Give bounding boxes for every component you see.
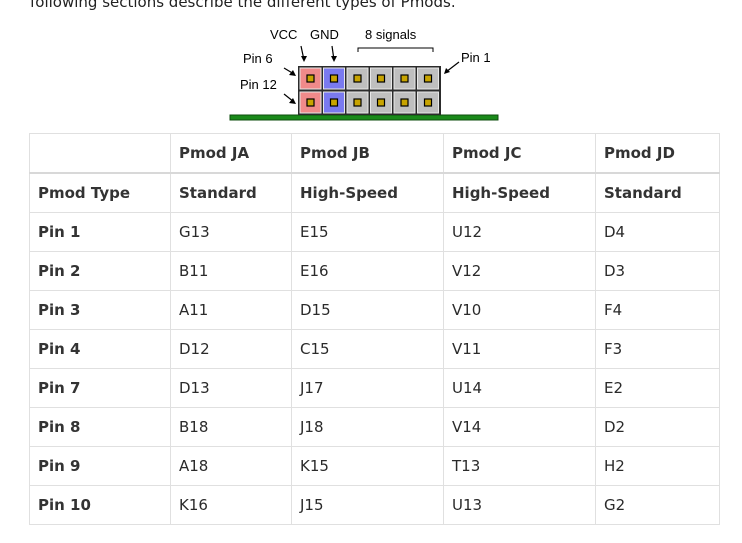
gnd-label: GND <box>310 27 339 42</box>
table-cell: E2 <box>595 368 720 408</box>
table-cell: G13 <box>170 212 292 252</box>
table-cell: D3 <box>595 251 720 291</box>
pin6-label: Pin 6 <box>243 51 273 66</box>
table-cell: C15 <box>291 329 444 369</box>
pin-contact <box>400 98 409 107</box>
table-cell: D15 <box>291 290 444 330</box>
row-header-cell: Pin 10 <box>29 485 171 525</box>
pin-contact <box>306 74 315 83</box>
table-cell: A18 <box>170 446 292 486</box>
table-cell: J17 <box>291 368 444 408</box>
pin-contact <box>329 74 339 83</box>
connector-drawing <box>229 45 499 121</box>
row-header-cell: Pmod Type <box>29 172 171 213</box>
signals-bracket <box>357 47 434 52</box>
table-cell: B11 <box>170 251 292 291</box>
row-header-cell: Pin 8 <box>29 407 171 447</box>
pin-contact <box>376 98 386 107</box>
row-header-cell: Pin 2 <box>29 251 171 291</box>
arrow-heads <box>289 56 450 104</box>
pin12-label: Pin 12 <box>240 77 277 92</box>
table-cell: D4 <box>595 212 720 252</box>
board-strip <box>229 114 499 121</box>
pin-contact <box>400 74 409 83</box>
pin1-label: Pin 1 <box>461 50 491 65</box>
table-cell: D12 <box>170 329 292 369</box>
row-header-cell: Pin 7 <box>29 368 171 408</box>
pin-contact <box>306 98 315 107</box>
signals-label: 8 signals <box>365 27 417 42</box>
table-cell: F4 <box>595 290 720 330</box>
row-header-cell: Pin 1 <box>29 212 171 252</box>
pin-contact <box>353 74 362 83</box>
table-cell: F3 <box>595 329 720 369</box>
table-cell: U13 <box>443 485 596 525</box>
table-cell: K16 <box>170 485 292 525</box>
row-header-cell: Pin 9 <box>29 446 171 486</box>
table-cell: J15 <box>291 485 444 525</box>
table-cell: K15 <box>291 446 444 486</box>
table-cell: H2 <box>595 446 720 486</box>
pin-contact <box>329 98 339 107</box>
row-header-cell: Pin 4 <box>29 329 171 369</box>
table-cell: A11 <box>170 290 292 330</box>
table-cell: V14 <box>443 407 596 447</box>
table-cell: Pmod JC <box>443 133 596 174</box>
table-cell: Pmod JB <box>291 133 444 174</box>
table-cell: D2 <box>595 407 720 447</box>
table-cell: J18 <box>291 407 444 447</box>
table-cell: U14 <box>443 368 596 408</box>
intro-text: following sections describe the differen… <box>30 0 456 11</box>
table-cell: V12 <box>443 251 596 291</box>
pin-contact <box>423 98 433 107</box>
table-cell: D13 <box>170 368 292 408</box>
table-cell: Standard <box>595 172 720 213</box>
table-cell: Pmod JD <box>595 133 720 174</box>
table-cell: V10 <box>443 290 596 330</box>
vcc-label: VCC <box>270 27 298 42</box>
table-cell: G2 <box>595 485 720 525</box>
row-header-cell: Pin 3 <box>29 290 171 330</box>
table-cell: V11 <box>443 329 596 369</box>
table-cell: High-Speed <box>291 172 444 213</box>
pin-contact <box>423 74 433 83</box>
table-cell: High-Speed <box>443 172 596 213</box>
pmod-connector-diagram: VCC GND 8 signals Pin 6 Pin 12 Pin 1 <box>228 26 508 126</box>
table-cell: E16 <box>291 251 444 291</box>
table-cell: Standard <box>170 172 292 213</box>
table-cell: T13 <box>443 446 596 486</box>
table-cell: U12 <box>443 212 596 252</box>
pin-contact <box>376 74 386 83</box>
table-cell: B18 <box>170 407 292 447</box>
table-cell: E15 <box>291 212 444 252</box>
table-cell: Pmod JA <box>170 133 292 174</box>
row-header-cell <box>29 133 171 174</box>
pin-contact <box>353 98 362 107</box>
